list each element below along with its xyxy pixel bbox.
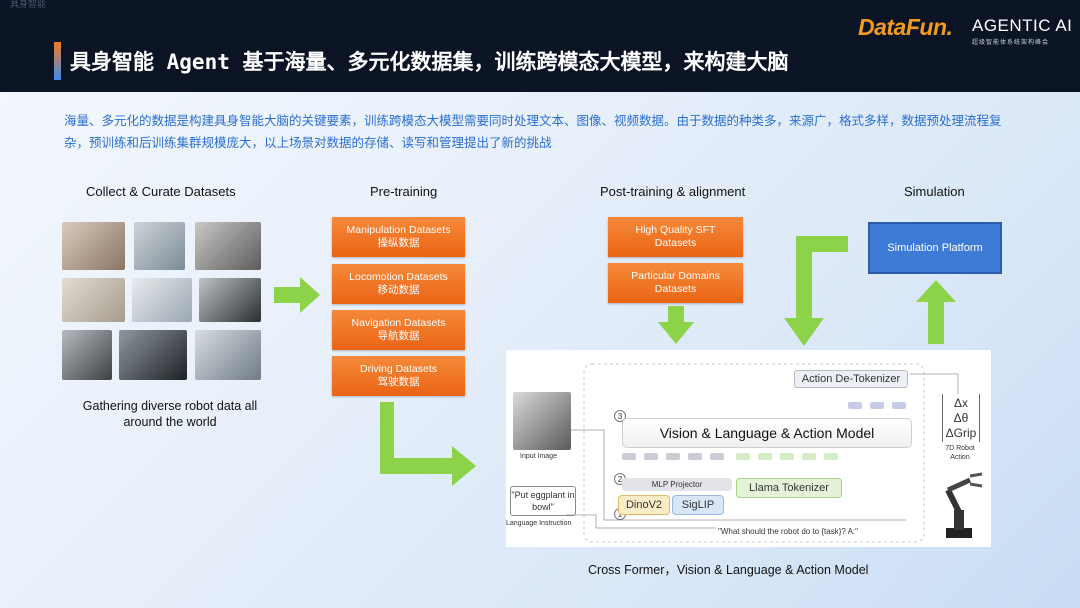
- language-token: [758, 453, 772, 460]
- vision-token: [688, 453, 702, 460]
- vision-token: [666, 453, 680, 460]
- vla-model-box: Vision & Language & Action Model: [622, 418, 912, 448]
- box-label-line1: Particular Domains: [631, 270, 720, 282]
- heading-collect: Collect & Curate Datasets: [86, 184, 236, 199]
- robot-photo: [62, 330, 112, 380]
- title-accent-bar: [54, 42, 61, 80]
- llama-tokenizer-box: Llama Tokenizer: [736, 478, 842, 498]
- robot-photo: [62, 222, 125, 270]
- arrow-posttrain-to-model: [658, 306, 694, 344]
- vision-token: [622, 453, 636, 460]
- action-token: [892, 402, 906, 409]
- heading-pretraining: Pre-training: [370, 184, 438, 199]
- action-vector: Δx Δθ ΔGrip: [942, 394, 980, 442]
- pretrain-box-locomotion: Locomotion Datasets 移动数据: [332, 264, 465, 304]
- action-token: [848, 402, 862, 409]
- datafun-logo: DataFun.: [858, 14, 953, 40]
- action-dgrip: ΔGrip: [945, 425, 977, 440]
- box-label-en: Locomotion Datasets: [349, 271, 448, 283]
- diagram-lines: [565, 363, 959, 543]
- intro-paragraph: 海量、多元化的数据是构建具身智能大脑的关键要素，训练跨模态大模型需要同时处理文本…: [64, 113, 1002, 150]
- robot-photo: [199, 278, 261, 322]
- language-instruction-box: "Put eggplant in bowl": [510, 486, 576, 516]
- box-label-zh: 操纵数据: [377, 237, 420, 249]
- action-label: 7D Robot Action: [945, 445, 975, 461]
- step-marker: 3: [614, 410, 626, 422]
- vision-token: [710, 453, 724, 460]
- box-label-zh: 驾驶数据: [377, 376, 420, 388]
- language-token: [824, 453, 838, 460]
- input-image-label: Input Image: [520, 453, 557, 460]
- header-bar: [0, 0, 1080, 92]
- simulation-platform-box: Simulation Platform: [868, 222, 1002, 274]
- pretrain-box-driving: Driving Datasets 驾驶数据: [332, 356, 465, 396]
- action-token: [870, 402, 884, 409]
- posttrain-box-domains: Particular Domains Datasets: [608, 263, 743, 303]
- dinov2-encoder: DinoV2: [618, 495, 670, 515]
- robot-arm-icon: [945, 472, 983, 538]
- language-token: [780, 453, 794, 460]
- arrow-simulation-to-model: [784, 236, 848, 346]
- prompt-template: "What should the robot do to {task}? A:": [718, 527, 858, 536]
- pretrain-box-manipulation: Manipulation Datasets 操纵数据: [332, 217, 465, 257]
- action-dtheta: Δθ: [953, 410, 969, 425]
- vla-model-diagram: Action De-Tokenizer 3 2 1 Vision & Langu…: [506, 350, 991, 547]
- page-title: 具身智能 Agent 基于海量、多元化数据集，训练跨模态大模型，来构建大脑: [70, 50, 789, 74]
- siglip-encoder: SigLIP: [672, 495, 724, 515]
- collect-caption: Gathering diverse robot data all around …: [82, 399, 258, 429]
- vision-token: [644, 453, 658, 460]
- box-label-en: Driving Datasets: [359, 363, 438, 375]
- robot-photo: [62, 278, 125, 322]
- robot-photo: [134, 222, 185, 270]
- heading-simulation: Simulation: [904, 184, 965, 199]
- robot-photo: [195, 222, 261, 270]
- input-image-thumbnail: [513, 392, 571, 450]
- box-label-zh: 移动数据: [377, 284, 420, 296]
- action-detokenizer-box: Action De-Tokenizer: [794, 370, 908, 388]
- box-label-line2: Datasets: [654, 237, 697, 249]
- box-label-line2: Datasets: [654, 283, 697, 295]
- arrow-model-to-simulation: [916, 280, 956, 344]
- diagram-caption: Cross Former，Vision & Language & Action …: [588, 563, 869, 577]
- box-label-line1: High Quality SFT: [635, 224, 716, 236]
- robot-photo: [119, 330, 187, 380]
- corner-label: 具身智能: [10, 0, 47, 9]
- heading-posttraining: Post-training & alignment: [600, 184, 746, 199]
- agentic-ai-logo-subtitle: 超级智能体系统架构峰会: [972, 40, 1050, 46]
- action-dx: Δx: [953, 395, 968, 410]
- arrow-pretrain-to-model: [380, 402, 476, 486]
- robot-photo: [195, 330, 261, 380]
- language-instruction-label: Language Instruction: [506, 520, 572, 527]
- box-label-en: Manipulation Datasets: [346, 224, 451, 236]
- mlp-projector-box: MLP Projector: [622, 478, 732, 491]
- robot-photo: [132, 278, 192, 322]
- box-label-en: Navigation Datasets: [351, 317, 446, 329]
- pretrain-box-navigation: Navigation Datasets 导航数据: [332, 310, 465, 350]
- box-label-zh: 导航数据: [377, 330, 420, 342]
- language-token: [736, 453, 750, 460]
- language-token: [802, 453, 816, 460]
- arrow-collect-to-pretrain: [274, 277, 320, 313]
- posttrain-box-sft: High Quality SFT Datasets: [608, 217, 743, 257]
- agentic-ai-logo: AGENTIC AI: [972, 16, 1073, 35]
